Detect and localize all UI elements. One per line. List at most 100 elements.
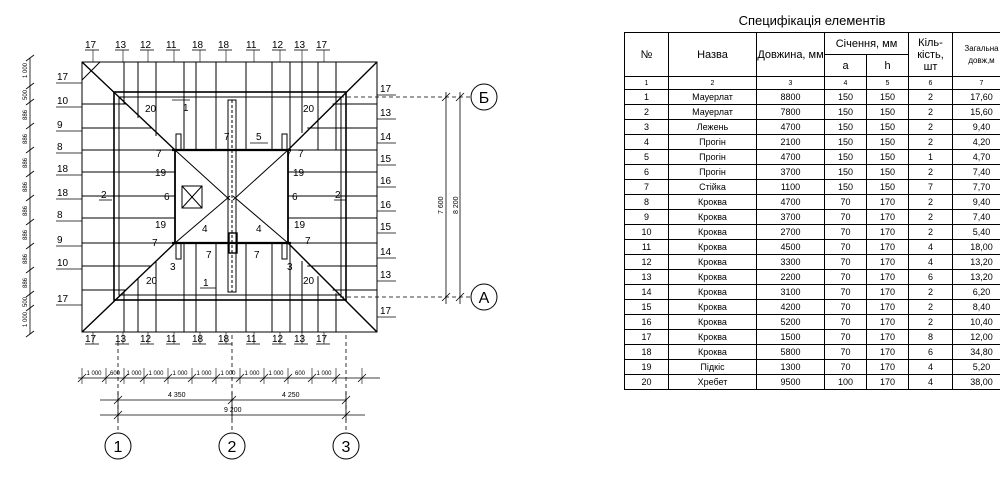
inner-labels: 1 1 2 2 3 3 4 4 5 6 6 7 7 7 7 7 7 7 7 19… [99, 99, 346, 289]
column-number: 2 [668, 76, 757, 90]
spec-cell-h: 170 [866, 269, 909, 285]
spec-cell-total: 7,40 [952, 164, 1000, 180]
hip-ridge [287, 242, 378, 333]
hip-ridge [287, 61, 378, 151]
specification-panel: Специфікація елементів № Назва Довжина, … [624, 10, 1000, 390]
label-7: 7 [206, 250, 212, 261]
rafter-label: 17 [57, 72, 69, 83]
height-total-dim: 8 200 [453, 196, 460, 214]
spec-cell-name: Прогін [668, 134, 757, 150]
rafter-label: 18 [57, 164, 69, 175]
total-width-dim: 9 200 [224, 407, 242, 414]
spec-cell-h: 170 [866, 194, 909, 210]
dimension-text: 886 [23, 133, 29, 144]
valley-line [174, 149, 231, 201]
label-20: 20 [146, 276, 158, 287]
dimension-text: 1 000 [86, 371, 102, 377]
spec-cell-total: 10,40 [952, 314, 1000, 330]
spec-cell-length: 3300 [756, 254, 825, 270]
label-20: 20 [303, 276, 315, 287]
spec-cell-a: 150 [824, 89, 867, 105]
spec-cell-count: 2 [908, 119, 953, 135]
spec-cell-no: 13 [624, 269, 669, 285]
axis-label: 1 [114, 439, 123, 456]
label-7: 7 [298, 149, 304, 160]
rafter-label: 17 [85, 334, 97, 345]
spec-cell-name: Лежень [668, 119, 757, 135]
dimension-text: 600 [110, 371, 121, 377]
spec-cell-no: 7 [624, 179, 669, 195]
spec-cell-no: 16 [624, 314, 669, 330]
spec-cell-count: 6 [908, 344, 953, 360]
rafter-label: 18 [218, 334, 230, 345]
dimension-text: 886 [23, 181, 29, 192]
spec-cell-count: 2 [908, 224, 953, 240]
spec-cell-length: 3700 [756, 209, 825, 225]
spec-cell-total: 17,60 [952, 89, 1000, 105]
valley-line [174, 195, 231, 244]
rafter-label: 14 [380, 132, 392, 143]
spec-cell-a: 150 [824, 119, 867, 135]
column-number: 6 [908, 76, 953, 90]
header-section: Січення, мм [824, 32, 909, 55]
label-20: 20 [145, 104, 157, 115]
spec-cell-length: 1500 [756, 329, 825, 345]
dimension-text: 1 000 [172, 371, 188, 377]
spec-cell-length: 4200 [756, 299, 825, 315]
spec-cell-count: 4 [908, 374, 953, 390]
brace [175, 242, 182, 260]
dimension-text: 1 000 [244, 371, 260, 377]
spec-cell-h: 150 [866, 119, 909, 135]
dimension-text: 1 000 [220, 371, 236, 377]
rafter-label: 18 [57, 188, 69, 199]
spec-cell-no: 20 [624, 374, 669, 390]
spec-cell-name: Мауерлат [668, 104, 757, 120]
spec-cell-count: 2 [908, 164, 953, 180]
spec-cell-total: 7,40 [952, 209, 1000, 225]
spec-cell-name: Стійка [668, 179, 757, 195]
dimension-text: 1 000 [148, 371, 164, 377]
dimension-text: 1 000 [196, 371, 212, 377]
spec-cell-no: 17 [624, 329, 669, 345]
label-6: 6 [292, 192, 298, 203]
spec-cell-length: 5200 [756, 314, 825, 330]
axis-bubble-b [470, 83, 498, 111]
spec-cell-total: 12,00 [952, 329, 1000, 345]
column-number: 5 [866, 76, 909, 90]
label-7: 7 [286, 149, 292, 160]
rafter-label: 18 [192, 40, 204, 51]
label-7: 7 [224, 132, 230, 143]
label-3: 3 [170, 262, 176, 273]
spec-cell-a: 70 [824, 239, 867, 255]
rafter-label: 17 [85, 40, 97, 51]
span-dimensions [100, 392, 365, 420]
spec-cell-count: 8 [908, 329, 953, 345]
spec-cell-length: 4700 [756, 119, 825, 135]
spec-cell-no: 4 [624, 134, 669, 150]
dimension-text: 500 [23, 296, 29, 307]
spec-cell-a: 70 [824, 269, 867, 285]
spec-cell-name: Кроква [668, 329, 757, 345]
axis-label: 3 [342, 439, 351, 456]
spec-cell-a: 150 [824, 134, 867, 150]
header-total: Загальна довж,м [952, 32, 1000, 77]
dimension-text: 1 000 [126, 371, 142, 377]
rafter-label: 8 [57, 210, 63, 221]
axis-label: 2 [228, 439, 237, 456]
spec-cell-count: 2 [908, 284, 953, 300]
rafter-label: 15 [380, 154, 392, 165]
hip-ridge [81, 61, 176, 151]
rafter-label: 11 [166, 40, 177, 51]
spec-cell-no: 5 [624, 149, 669, 165]
label-19: 19 [293, 168, 305, 179]
spec-cell-name: Кроква [668, 209, 757, 225]
rafter-label: 17 [380, 84, 392, 95]
spec-cell-name: Кроква [668, 239, 757, 255]
